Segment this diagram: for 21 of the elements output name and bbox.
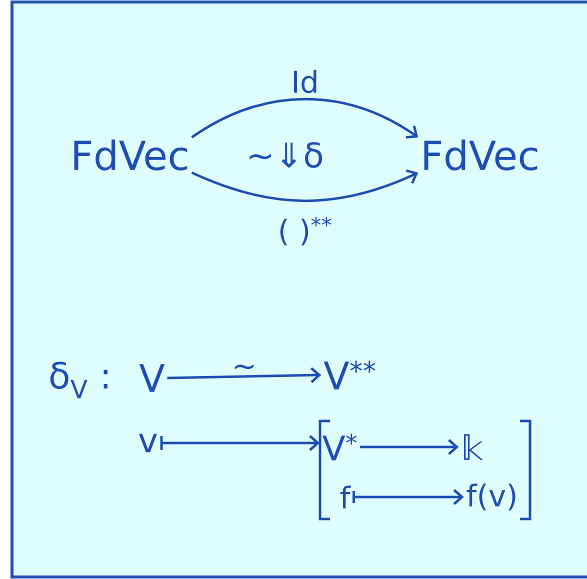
math-term: f(v) bbox=[466, 484, 516, 510]
edge-label: ( )$^{**}$ bbox=[280, 216, 332, 246]
edge-label: ~ bbox=[234, 364, 254, 370]
bracket-box bbox=[318, 420, 532, 520]
math-term: FdVec bbox=[74, 140, 188, 170]
arrow bbox=[352, 489, 464, 505]
math-term: V$^{*}$ bbox=[322, 434, 357, 460]
math-label: δ$_{V}$ : bbox=[50, 362, 108, 398]
math-term: V bbox=[139, 364, 165, 392]
math-term: 𝕜 bbox=[464, 434, 484, 460]
math-term: v bbox=[138, 434, 158, 452]
math-term: FdVec bbox=[424, 140, 538, 170]
math-term: f bbox=[340, 486, 351, 508]
arrow bbox=[167, 367, 322, 384]
arrow bbox=[160, 435, 320, 451]
edge-label: Id bbox=[294, 70, 316, 94]
arrow bbox=[360, 439, 459, 455]
math-label: ~⇓δ bbox=[250, 142, 322, 168]
arrow bbox=[191, 98, 418, 139]
math-term: V$^{**}$ bbox=[324, 360, 376, 390]
arrow bbox=[191, 169, 418, 202]
